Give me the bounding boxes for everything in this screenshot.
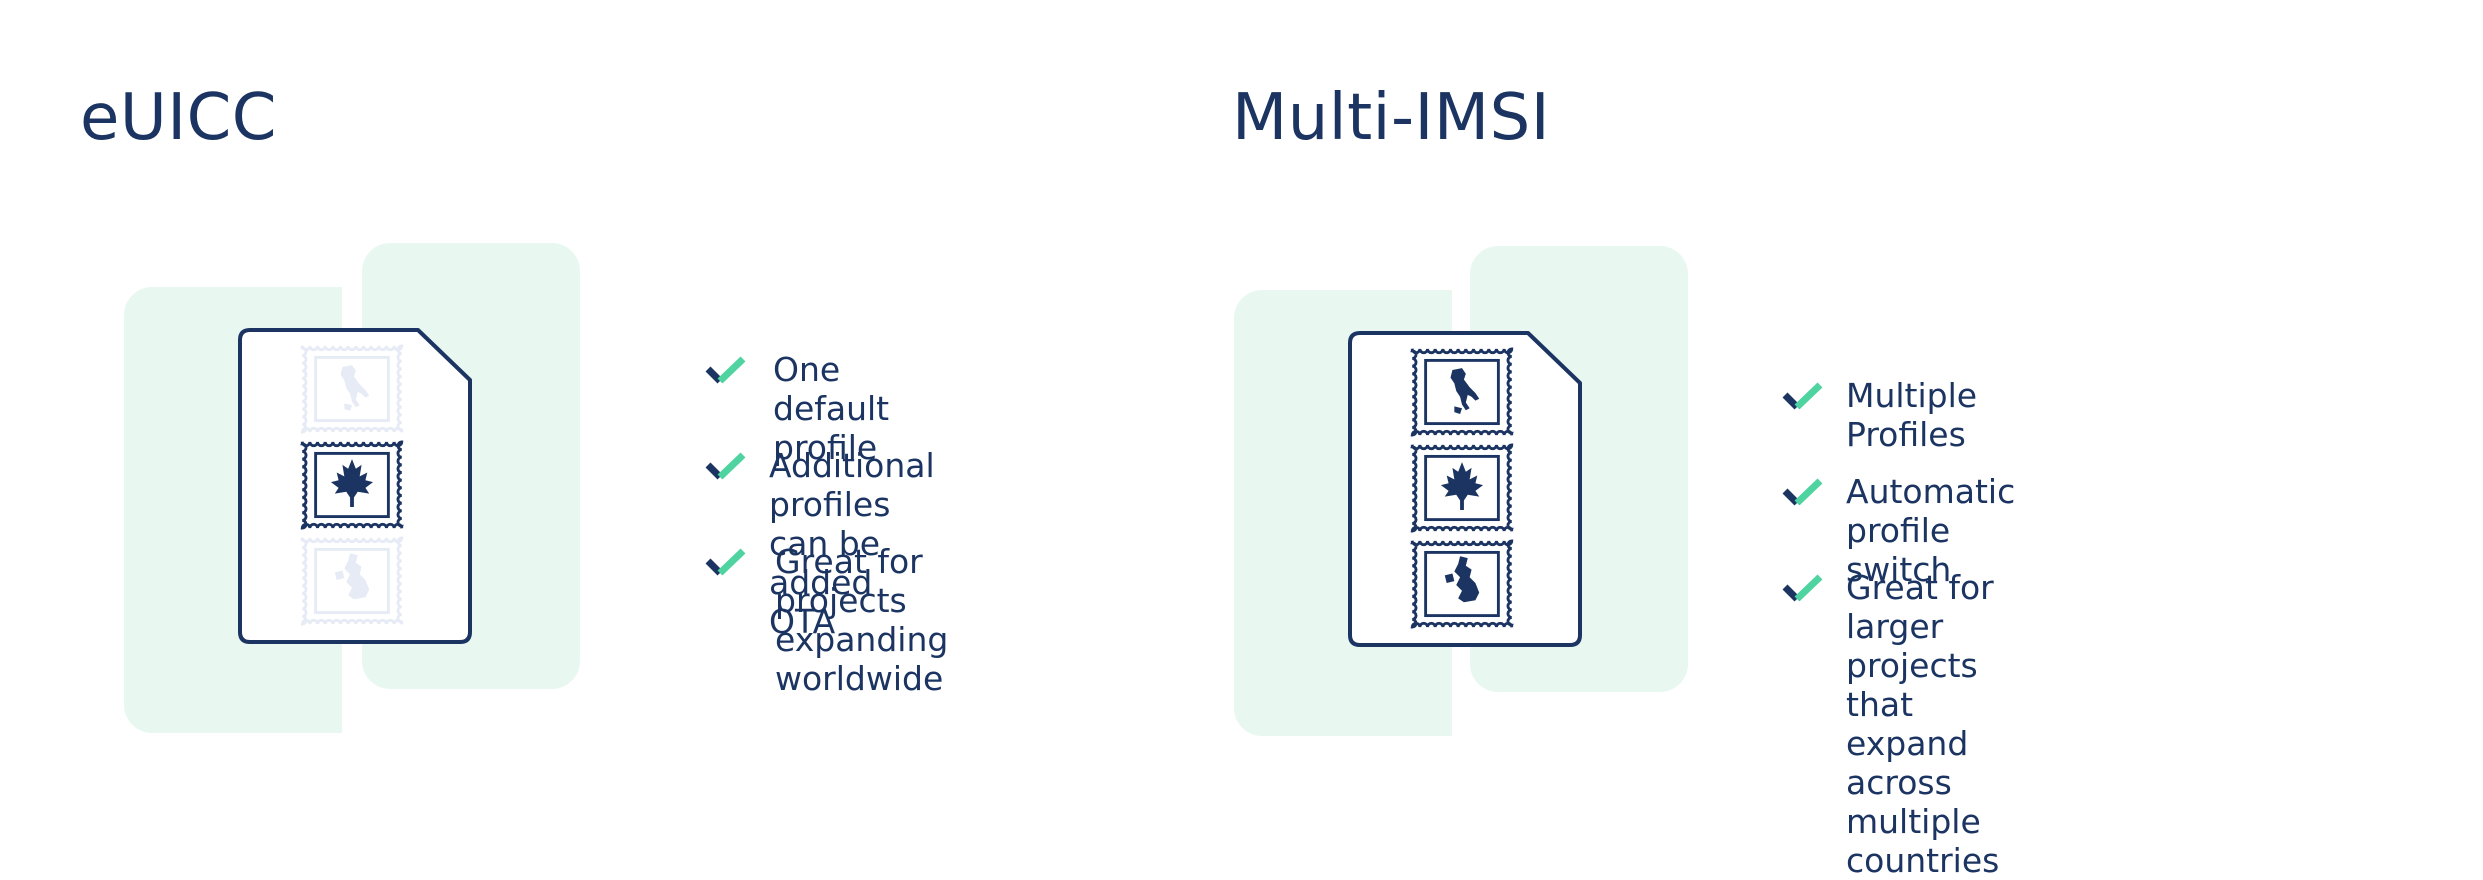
euicc-panel: eUICC One default profile Additional pro… (0, 0, 1240, 819)
multi-imsi-panel: Multi-IMSI Multiple Profiles Automatic p… (1232, 81, 2016, 880)
feature-text: Automatic profile switch (1846, 472, 2016, 589)
panel-title: Multi-IMSI (1232, 81, 1551, 155)
feature-text: Great for projects expanding worldwide (775, 542, 949, 698)
checkmark-icon (705, 450, 747, 482)
checkmark-icon (1782, 380, 1824, 412)
checkmark-icon (1782, 572, 1824, 604)
feature-text: One default profile (773, 350, 890, 467)
feature-text: Additional profiles can be added OTA (769, 446, 935, 641)
checkmark-icon (705, 354, 747, 386)
maple-leaf-icon (1410, 443, 1514, 533)
maple-leaf-icon (300, 440, 404, 530)
uk-map-icon (1410, 539, 1514, 629)
italy-map-icon (1410, 347, 1514, 437)
feature-text: Multiple Profiles (1846, 376, 1978, 454)
panel-title: eUICC (80, 81, 277, 155)
checkmark-icon (1782, 476, 1824, 508)
uk-map-icon (300, 536, 404, 626)
checkmark-icon (705, 546, 747, 578)
italy-map-icon (300, 344, 404, 434)
feature-text: Great for larger projects that expand ac… (1846, 568, 2000, 880)
